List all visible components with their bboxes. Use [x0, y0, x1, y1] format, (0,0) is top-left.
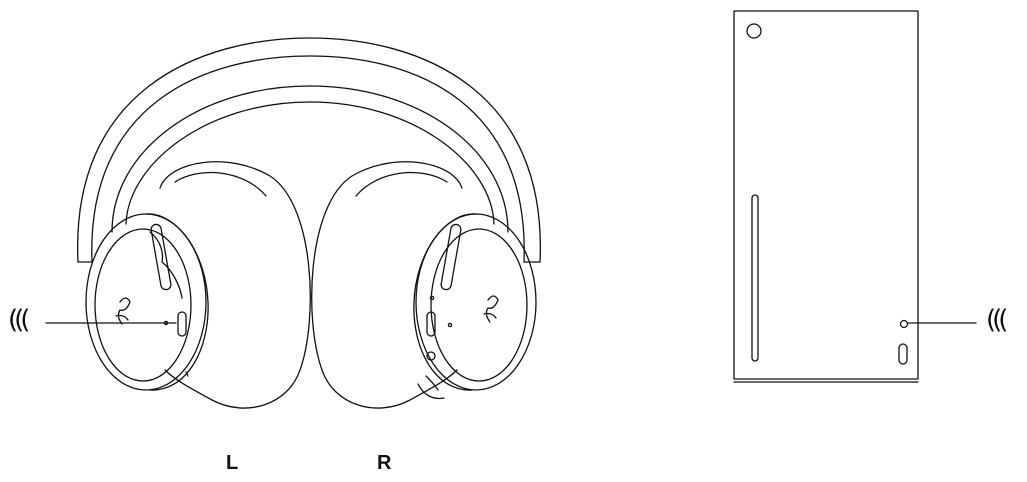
- right-usb-c-port: [426, 311, 436, 337]
- left-ear-cup: [85, 213, 209, 391]
- left-grille-slot: [150, 223, 172, 291]
- console-power-button: [746, 23, 762, 39]
- left-ear-label: L: [226, 452, 239, 474]
- console-disc-slot: [751, 194, 759, 362]
- right-led: [429, 295, 435, 301]
- power-button: [426, 351, 436, 361]
- headband: [77, 37, 541, 263]
- left-ear-cushion: [159, 161, 311, 409]
- right-logo-icon: [483, 295, 499, 323]
- console-usb-port: [898, 343, 908, 365]
- right-ear-cushion: [311, 161, 463, 409]
- console-pair-button: [899, 319, 909, 329]
- wireless-signal-icon: (((: [986, 305, 1009, 335]
- left-logo-icon: [115, 297, 131, 325]
- usb-c-port: [177, 311, 187, 337]
- right-ear-cup: [413, 213, 537, 400]
- wireless-signal-icon: (((: [8, 305, 31, 335]
- right-grille-slot: [440, 223, 462, 291]
- right-ear-label: R: [377, 452, 392, 474]
- console: [733, 10, 919, 383]
